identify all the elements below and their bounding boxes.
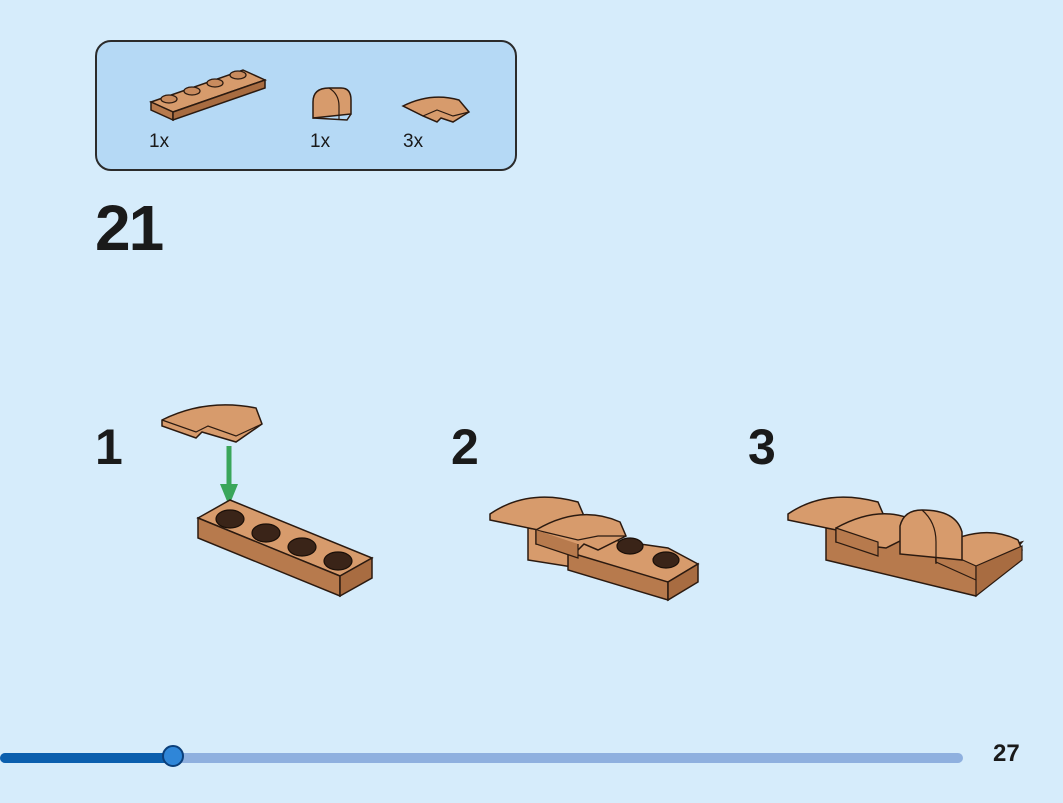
substep-1-illustration [161,404,374,598]
substep-number-2: 2 [451,419,479,475]
curved-slope-icon [401,96,471,123]
substep-number-1: 1 [95,419,123,475]
curved-brick-icon [312,87,352,121]
progress-fill [0,753,174,763]
substep-3-illustration [787,496,1025,598]
plate-1x4-icon [148,69,268,122]
part-qty-2: 1x [310,131,331,152]
part-qty-1: 1x [149,131,170,152]
page-number: 27 [993,740,1020,767]
progress-bar[interactable] [0,745,963,767]
step-number: 21 [95,192,164,264]
substep-number-3: 3 [748,419,776,475]
progress-knob[interactable] [162,745,185,767]
substep-2-illustration [489,496,700,602]
part-qty-3: 3x [403,131,424,152]
parts-list-box: 1x 1x 3x [95,40,517,171]
